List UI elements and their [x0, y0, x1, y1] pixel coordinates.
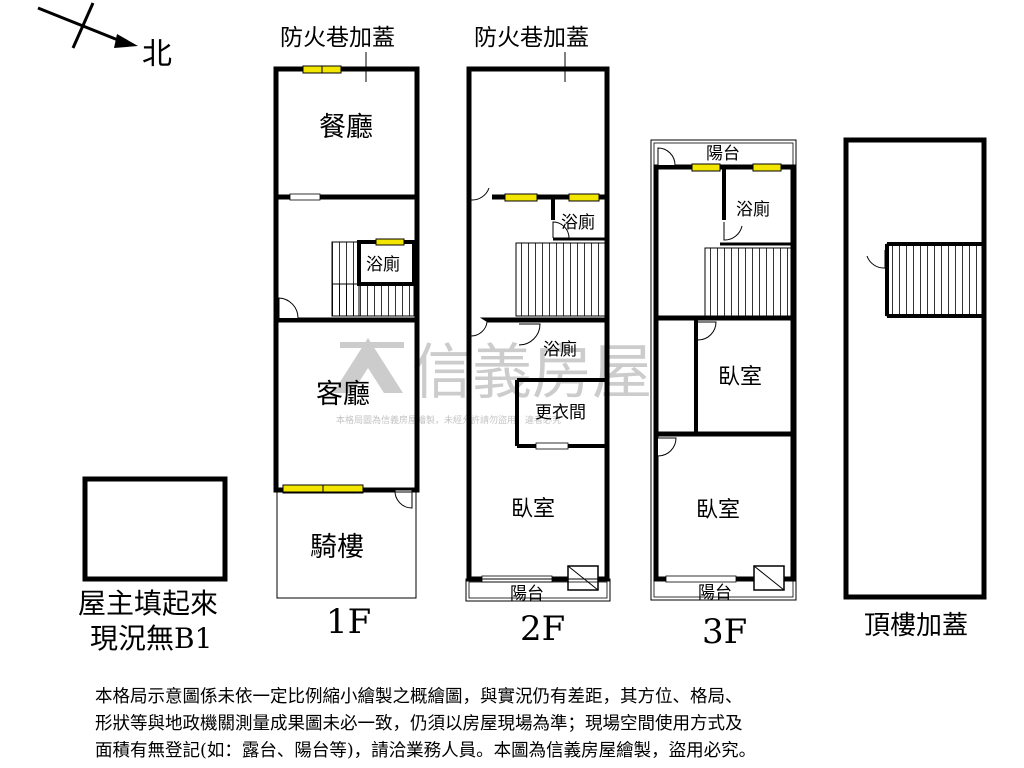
watermark-notice: 本格局圖為信義房屋繪製，未經允許請勿盜用，違者必究: [336, 414, 561, 426]
f1-living-label: 客廳: [316, 379, 370, 410]
f2-top-label: 防火巷加蓋: [474, 25, 589, 51]
disclaimer-line2: 形狀等與地政機關測量成果圖未必一致，仍須以房屋現場為準；現場空間使用方式及: [95, 714, 743, 734]
f3-balcony-frame: [650, 139, 797, 601]
north-arrow-icon: [37, 2, 138, 49]
disclaimer: 本格局示意圖係未依一定比例縮小繪製之概繪圖，與實況仍有差距，其方位、格局、 形狀…: [95, 684, 955, 765]
f3-bath-label: 浴廁: [736, 199, 770, 220]
disclaimer-line1: 本格局示意圖係未依一定比例縮小繪製之概繪圖，與實況仍有差距，其方位、格局、: [95, 687, 743, 707]
brand-logo-icon: [333, 338, 404, 393]
f1-floor-name: 1F: [326, 602, 371, 642]
watermark: 信義房屋 本格局圖為信義房屋繪製，未經允許請勿盜用，違者必究: [333, 338, 652, 426]
f1-dining-label: 餐廳: [319, 112, 373, 143]
f2-floor-name: 2F: [520, 609, 565, 649]
basement-note: 屋主填起來 現況無B1: [78, 476, 228, 655]
f1-door-arcade: [394, 489, 413, 509]
f3-balcony-bottom-label: 陽台: [698, 583, 732, 603]
watermark-brand: 信義房屋: [412, 338, 652, 408]
floor-1f: 防火巷加蓋 餐廳 浴廁 客廳 騎樓 1F: [273, 25, 420, 642]
f2-stairs: [515, 242, 606, 317]
f1-bath-label: 浴廁: [366, 254, 400, 275]
f1-arcade-label: 騎樓: [310, 532, 364, 563]
f1-arcade: [276, 491, 417, 599]
f1-bath: [357, 240, 416, 286]
f3-stairs: [704, 247, 792, 317]
basement-note-line1: 屋主填起來: [78, 587, 218, 620]
f2-bath-upper-label: 浴廁: [561, 212, 595, 233]
disclaimer-line3: 面積有無登記(如：露台、陽台等)，請洽業務人員。本圖為信義房屋繪製，盜用必究。: [95, 741, 757, 761]
roof-floor-name: 頂樓加蓋: [864, 611, 968, 641]
f2-bath-lower-label: 浴廁: [543, 339, 577, 360]
basement-note-line2: 現況無B1: [90, 622, 212, 655]
floor-roof: 頂樓加蓋: [843, 137, 987, 641]
f3-floor-name: 3F: [702, 612, 747, 652]
roof-outer-wall: [843, 137, 987, 600]
f3-bedroom-upper-label: 臥室: [718, 365, 762, 390]
floor-3f: 陽台 浴廁 臥室 臥室 陽台 3F: [650, 139, 797, 652]
compass-label: 北: [142, 37, 172, 72]
floor-2f: 防火巷加蓋 浴廁 浴廁 更衣間 臥室 陽台 2F: [465, 25, 611, 649]
f2-balcony: [465, 578, 611, 602]
f2-bedroom-label: 臥室: [511, 497, 555, 522]
roof-stairs: [886, 243, 983, 317]
f1-top-label: 防火巷加蓋: [280, 25, 395, 51]
f2-dressing-label: 更衣間: [535, 403, 586, 423]
f3-balcony-top-label: 陽台: [706, 144, 740, 164]
f3-bedroom-lower-label: 臥室: [696, 498, 740, 523]
f1-door-living: [278, 297, 299, 319]
f2-balcony-label: 陽台: [510, 584, 544, 604]
